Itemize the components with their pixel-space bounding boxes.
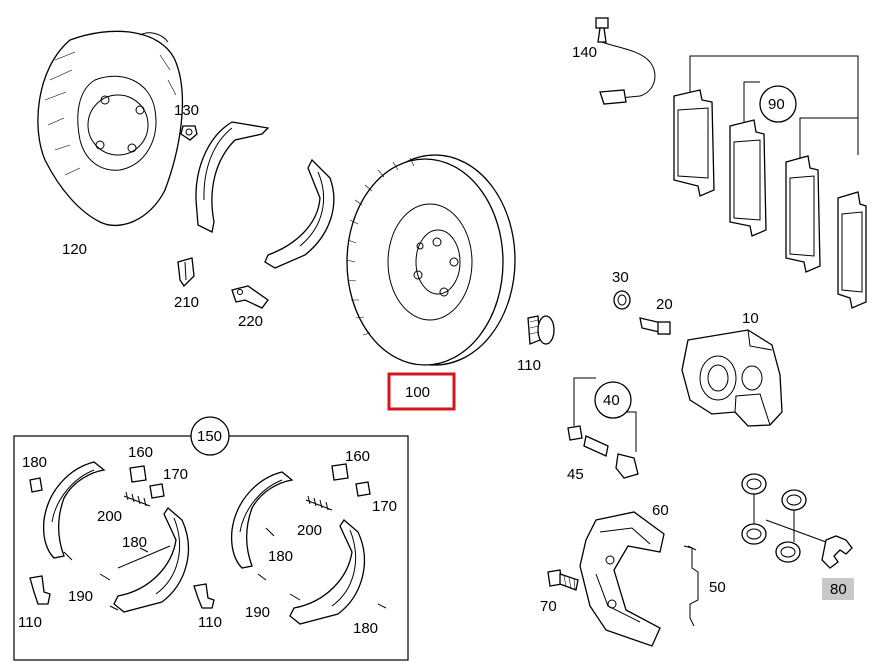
part-100-brake-disc[interactable] bbox=[346, 154, 516, 366]
callout-kit-left-170: 170 bbox=[163, 466, 188, 483]
callout-kit-right-190: 190 bbox=[245, 604, 270, 621]
callout-kit-right-170: 170 bbox=[372, 498, 397, 515]
callout-20: 20 bbox=[656, 296, 673, 313]
pad-2 bbox=[729, 119, 767, 237]
callout-90: 90 bbox=[759, 85, 797, 123]
part-210-clip[interactable] bbox=[177, 257, 195, 288]
svg-text:120: 120 bbox=[62, 241, 87, 258]
svg-text:90: 90 bbox=[768, 96, 785, 113]
parking-shoe-upper-right[interactable] bbox=[264, 158, 335, 269]
callout-10: 10 bbox=[742, 310, 759, 327]
callout-40: 40 bbox=[594, 381, 632, 419]
part-80-seal-kit[interactable] bbox=[741, 473, 853, 569]
callout-kit-right-160: 160 bbox=[345, 448, 370, 465]
part-60-caliper-carrier[interactable] bbox=[579, 511, 665, 647]
callout-130: 130 bbox=[174, 102, 199, 119]
svg-text:80: 80 bbox=[830, 581, 847, 598]
kit-left-shoes[interactable] bbox=[29, 461, 215, 613]
part-120-dust-shield[interactable] bbox=[37, 30, 184, 227]
parking-shoe-upper-left[interactable] bbox=[195, 121, 270, 233]
callout-70: 70 bbox=[540, 598, 557, 615]
part-10-brake-caliper[interactable] bbox=[681, 329, 783, 427]
part-40-guide-pins[interactable] bbox=[567, 377, 639, 479]
pad-4 bbox=[837, 191, 867, 309]
svg-text:150: 150 bbox=[197, 428, 222, 445]
callout-220: 220 bbox=[238, 313, 263, 330]
callout-60: 60 bbox=[652, 502, 669, 519]
pad-1 bbox=[673, 89, 715, 197]
part-110-disc-screw[interactable] bbox=[527, 315, 555, 345]
part-30-bleed-cap[interactable] bbox=[613, 290, 631, 310]
callout-kit-left-190: 190 bbox=[68, 588, 93, 605]
callout-kit-right-200: 200 bbox=[297, 522, 322, 539]
pad-3 bbox=[785, 155, 821, 273]
part-140-wear-sensor[interactable] bbox=[595, 17, 656, 105]
callout-110-top: 110 bbox=[517, 357, 541, 374]
callout-kit-left-180a: 180 bbox=[22, 454, 47, 471]
callout-kit-left-110b: 110 bbox=[198, 614, 222, 631]
callout-kit-left-200: 200 bbox=[97, 508, 122, 525]
callout-30: 30 bbox=[612, 269, 629, 286]
part-220-spreader[interactable] bbox=[231, 285, 269, 309]
callout-50: 50 bbox=[709, 579, 726, 596]
svg-text:100: 100 bbox=[405, 384, 430, 401]
callout-80-badge: 80 bbox=[822, 578, 854, 600]
callout-kit-left-160: 160 bbox=[128, 444, 153, 461]
part-50-spring-clip[interactable] bbox=[683, 545, 699, 627]
part-130-nut[interactable] bbox=[180, 125, 198, 141]
svg-text:40: 40 bbox=[603, 392, 620, 409]
kit-right-shoes[interactable] bbox=[230, 463, 387, 625]
callout-kit-left-180b: 180 bbox=[122, 534, 147, 551]
part-90-brake-pads[interactable] bbox=[673, 55, 867, 309]
part-20-bleed-screw[interactable] bbox=[639, 317, 671, 335]
callout-45: 45 bbox=[567, 466, 584, 483]
callout-100-highlight[interactable]: 100 bbox=[387, 372, 456, 411]
callout-150: 150 bbox=[190, 416, 230, 456]
wrench-icon bbox=[821, 535, 853, 569]
callout-140: 140 bbox=[572, 44, 597, 61]
callout-kit-right-180b: 180 bbox=[353, 620, 378, 637]
callout-210: 210 bbox=[174, 294, 199, 311]
part-70-bolt[interactable] bbox=[547, 569, 579, 591]
callout-kit-left-110a: 110 bbox=[18, 614, 42, 631]
callout-kit-right-180a: 180 bbox=[268, 548, 293, 565]
callout-120: 120 bbox=[62, 241, 87, 258]
